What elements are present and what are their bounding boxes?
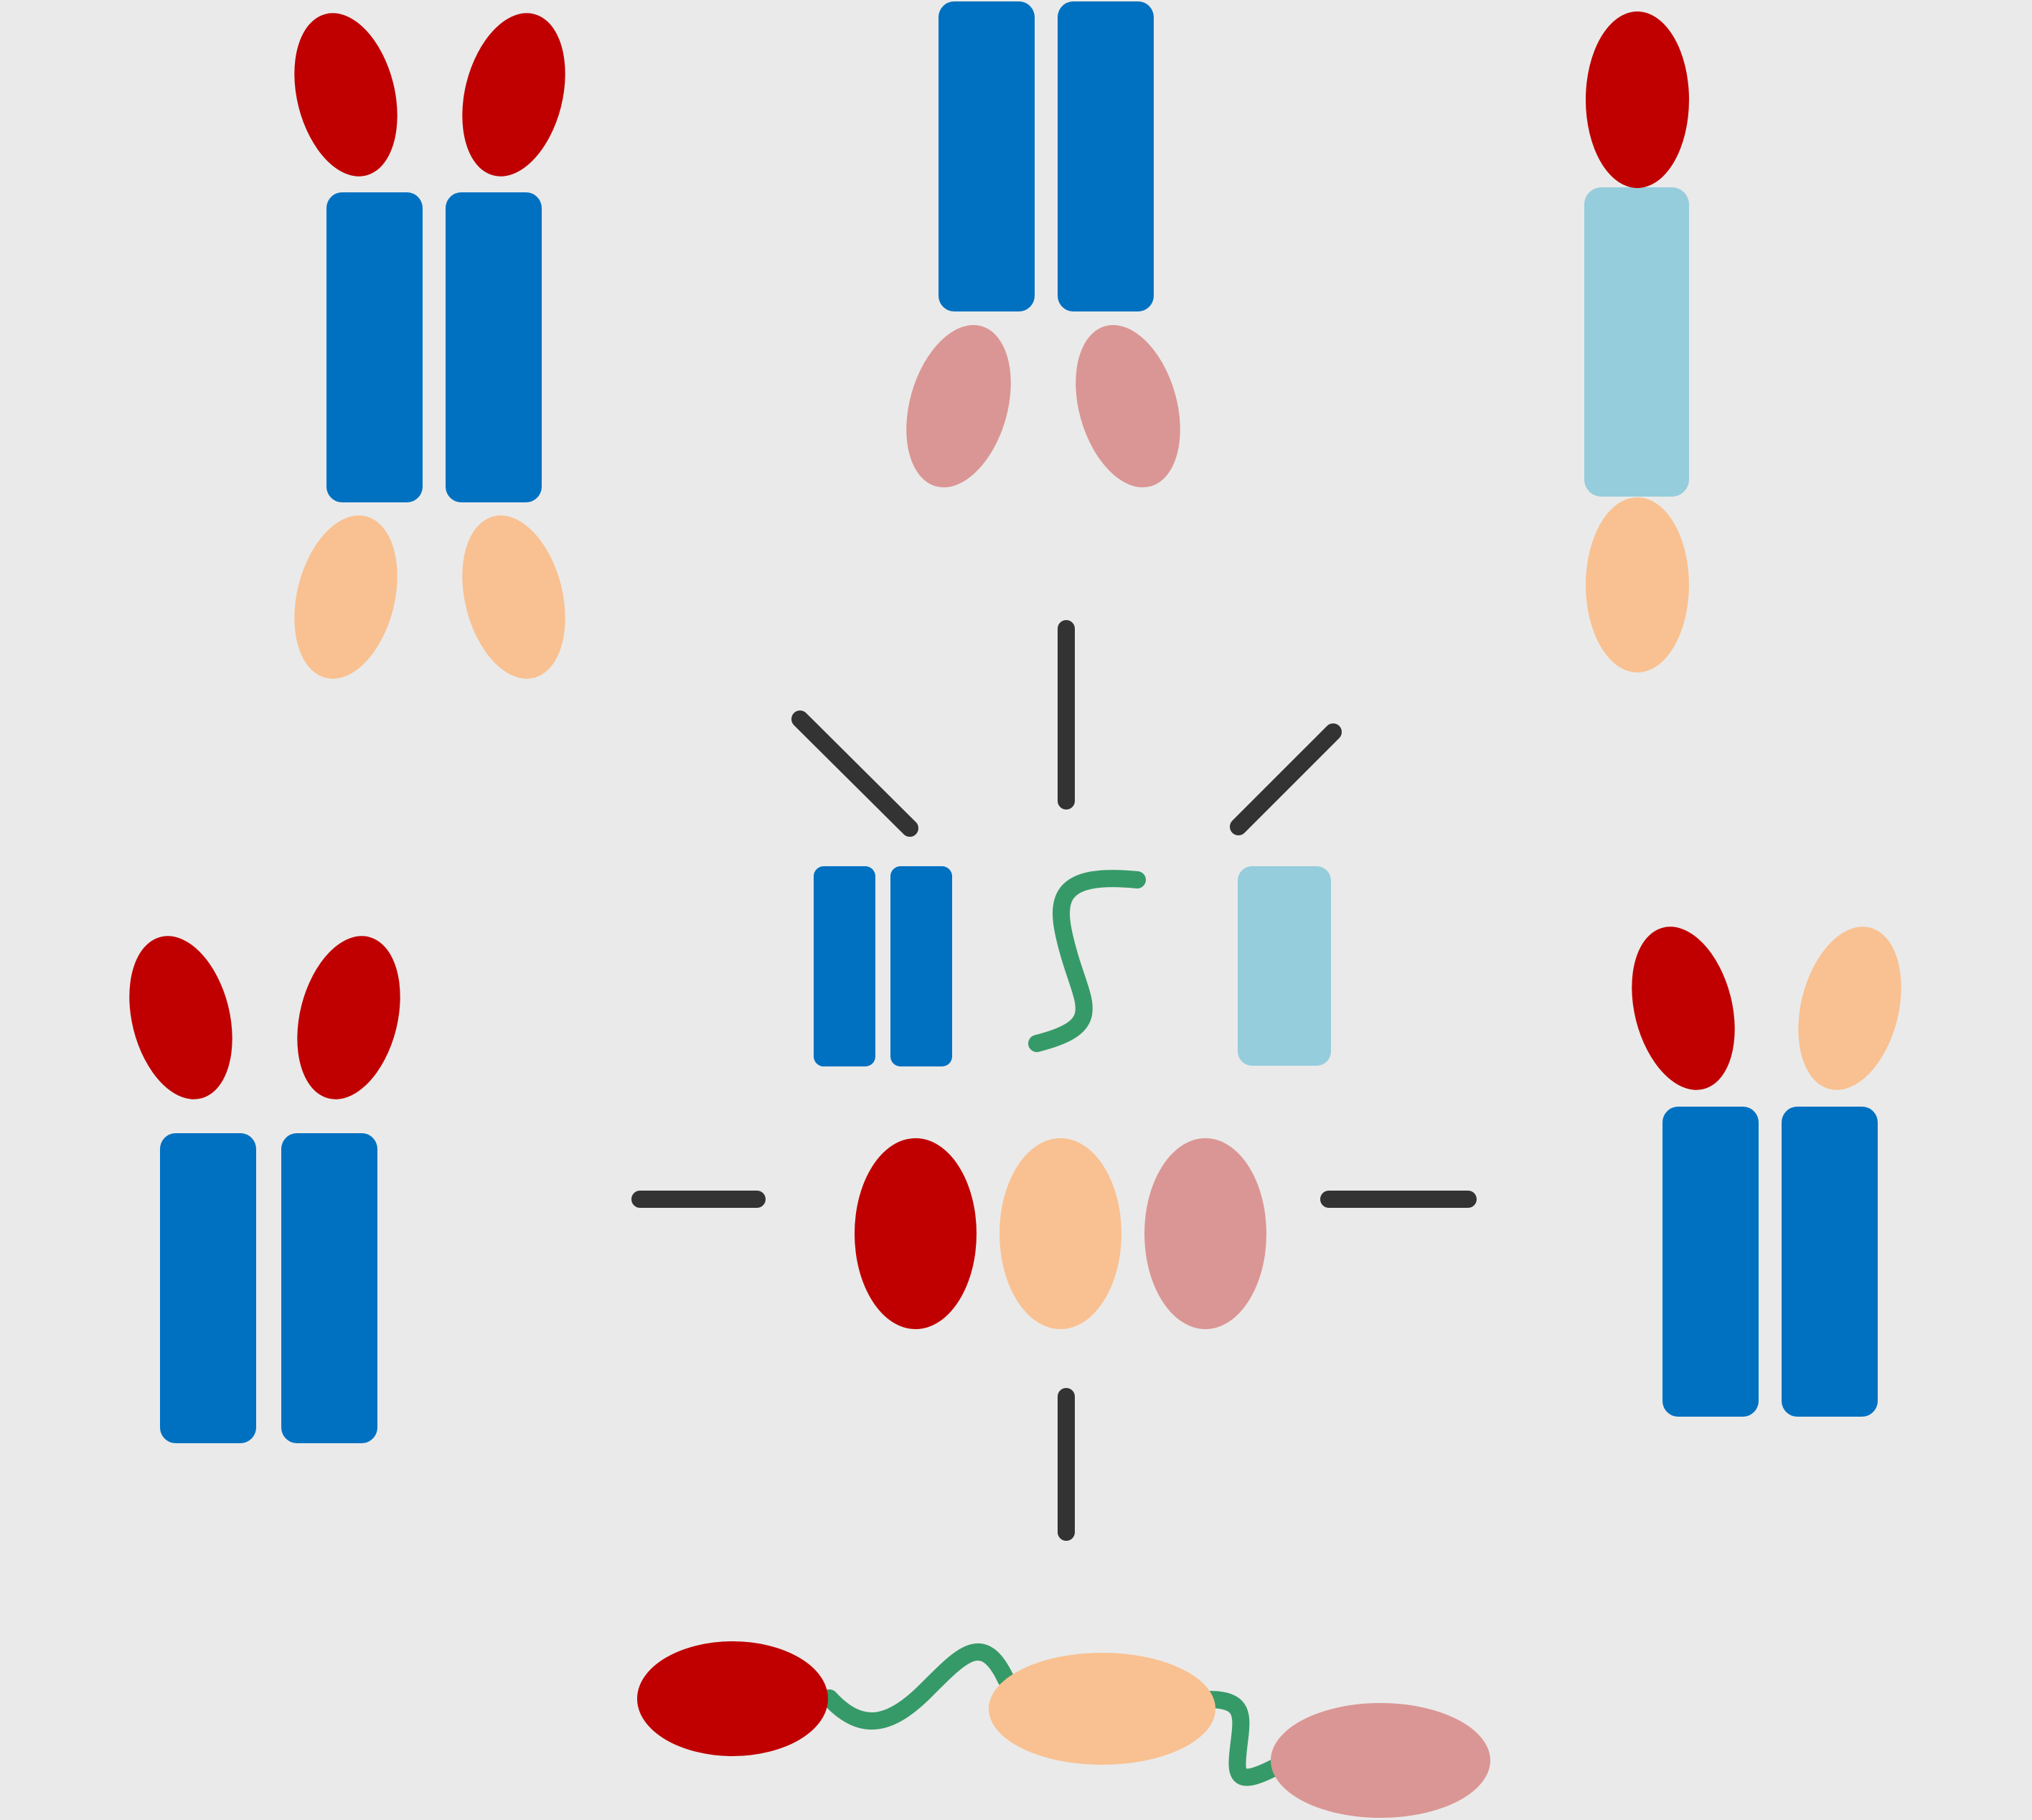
- assembly-single-red-top-peach-bottom: [1584, 11, 1689, 672]
- center-components: [814, 866, 1331, 1329]
- scaffold-blue-bar: [446, 192, 542, 502]
- domain-red-ellipse: [1632, 927, 1735, 1090]
- domain-red-ellipse: [129, 936, 232, 1099]
- domain-peach-ellipse: [989, 1653, 1215, 1765]
- connector-line: [1230, 723, 1342, 835]
- domain-peach-ellipse: [294, 515, 398, 679]
- domain-red-ellipse: [1586, 11, 1689, 188]
- scaffold-blue-bar: [939, 1, 1035, 311]
- scaffold-dimer-blue-bar: [890, 866, 952, 1066]
- domain-peach-ellipse: [1798, 927, 1901, 1090]
- assembly-dimer-red-peach-top: [1632, 927, 1901, 1417]
- assembly-dimer-pink-bottom: [906, 1, 1180, 488]
- domain-peach-ellipse: [462, 515, 565, 679]
- connector-line: [791, 710, 918, 837]
- assembly-linker-fusion-chain: [637, 1641, 1490, 1818]
- domain-red-ellipse: [637, 1641, 828, 1756]
- domain-pink-ellipse: [906, 324, 1011, 488]
- domain-pink-ellipse: [1271, 1703, 1490, 1818]
- domain-pink-ellipse: [1076, 324, 1180, 488]
- scaffold-dimer-blue-bar: [814, 866, 875, 1066]
- scaffold-blue-bar: [160, 1133, 256, 1443]
- assembly-dimer-red-top: [129, 936, 400, 1443]
- assembly-dimer-red-top-peach-bottom: [294, 13, 565, 679]
- domain-red-ellipse: [462, 13, 565, 177]
- flexible-linker-green: [1200, 1691, 1284, 1786]
- flexible-linker-green: [1028, 870, 1146, 1052]
- flexible-linker-green: [821, 1643, 1015, 1730]
- domain-pink-ellipse: [1144, 1138, 1266, 1329]
- domain-red-ellipse: [297, 936, 400, 1099]
- scaffold-blue-bar: [326, 192, 423, 502]
- scaffold-blue-bar: [1782, 1107, 1878, 1417]
- domain-red-ellipse: [855, 1138, 977, 1329]
- scaffold-blue-bar: [1058, 1, 1154, 311]
- domain-peach-ellipse: [999, 1138, 1121, 1329]
- domain-peach-ellipse: [1586, 497, 1689, 672]
- scaffold-light-blue-bar: [1584, 187, 1689, 497]
- domain-red-ellipse: [294, 13, 398, 177]
- connector-lines: [631, 620, 1477, 1541]
- scaffold-single-light-blue-bar: [1238, 866, 1331, 1066]
- scaffold-blue-bar: [281, 1133, 377, 1443]
- scaffold-blue-bar: [1662, 1107, 1759, 1417]
